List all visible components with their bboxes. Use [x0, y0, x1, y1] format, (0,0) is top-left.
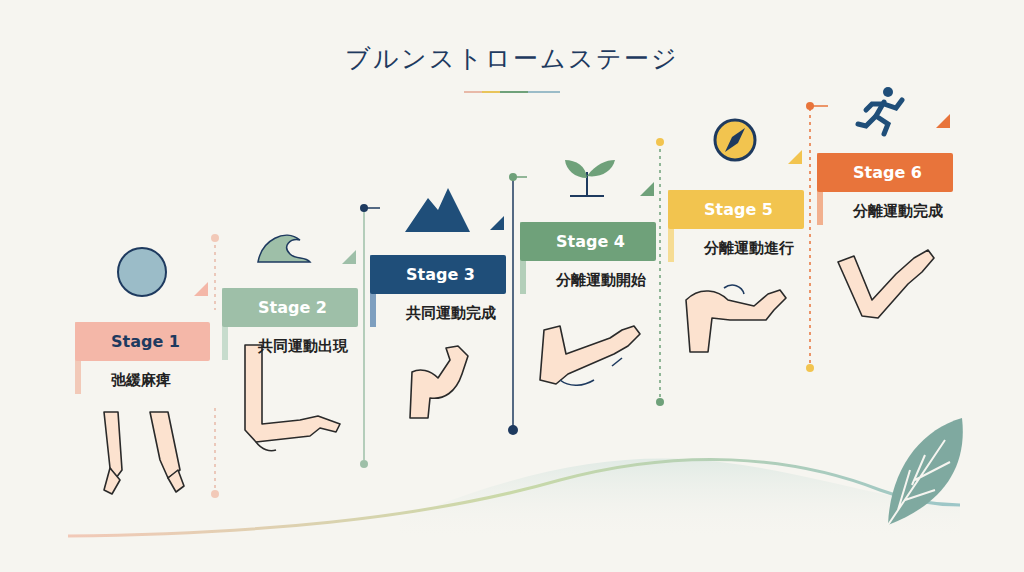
stage-description: 共同運動完成: [370, 294, 506, 327]
stage-card: Stage 3共同運動完成: [370, 255, 506, 327]
ground-line: [68, 459, 960, 536]
wave-icon: [258, 235, 310, 262]
diagram-title: ブルンストロームステージ: [0, 42, 1024, 75]
stage-number: Stage 2: [222, 288, 358, 327]
guide-lines: [211, 102, 828, 498]
compass-icon: [715, 120, 755, 160]
title-underline: [464, 91, 560, 93]
stage-number: Stage 6: [817, 153, 953, 192]
stage-card: Stage 5分離運動進行: [668, 190, 804, 262]
stage-number: Stage 3: [370, 255, 506, 294]
stage-card: Stage 4分離運動開始: [520, 222, 656, 294]
stage-description: 共同運動出現: [222, 327, 358, 360]
stage-card: Stage 2共同運動出現: [222, 288, 358, 360]
stage-description: 分離運動完成: [817, 192, 953, 225]
stage-card: Stage 1弛緩麻痺: [75, 322, 210, 394]
mountain-icon: [405, 188, 470, 232]
stage-description: 弛緩麻痺: [75, 361, 210, 394]
sprout-icon: [565, 160, 615, 196]
runner-icon: [858, 87, 902, 134]
leaf: [888, 418, 963, 525]
stage-card: Stage 6分離運動完成: [817, 153, 953, 225]
stage-description: 分離運動進行: [668, 229, 804, 262]
stage-number: Stage 1: [75, 322, 210, 361]
stage-description: 分離運動開始: [520, 261, 656, 294]
arm-figures: [104, 250, 934, 494]
corner-triangles: [194, 114, 950, 296]
stage-number: Stage 5: [668, 190, 804, 229]
circle-icon: [118, 248, 166, 296]
stage-number: Stage 4: [520, 222, 656, 261]
